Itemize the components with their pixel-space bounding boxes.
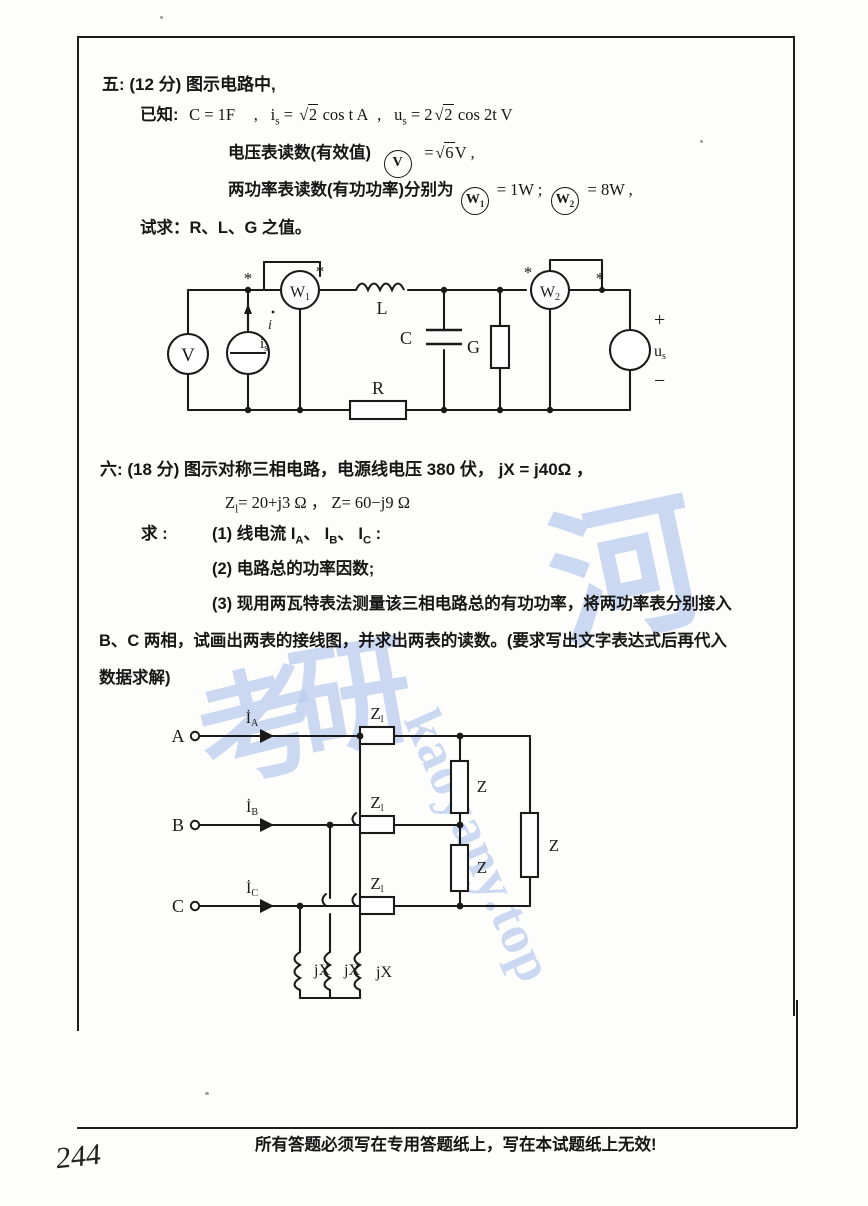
wattmeter1-value: = 1W ;	[496, 180, 543, 199]
current-c-label: İC	[246, 879, 258, 899]
impedance-zl-label-c: Zl	[370, 874, 383, 895]
branch-current-label: i	[268, 318, 272, 333]
impedance-z-box-right	[519, 811, 540, 879]
voltmeter-label: V	[181, 345, 195, 366]
impedance-zl-box-a	[358, 725, 396, 746]
question5-voltmeter-line: 电压表读数(有效值) V =√6V ,	[228, 139, 475, 178]
given-capacitance: C = 1F	[189, 105, 236, 124]
capacitor-label: C	[400, 328, 412, 348]
inductor-jx-coil-1	[293, 951, 303, 991]
voltmeter-reading-value: =√6V ,	[424, 142, 475, 162]
item1-phase-a: A	[295, 534, 304, 547]
question5-heading: 五: (12 分) 图示电路中,	[102, 75, 276, 94]
item1-mid-1: 、 I	[303, 525, 330, 543]
resistor-label: R	[372, 378, 384, 398]
terminal-b-label: B	[172, 815, 184, 835]
impedance-z-label-mid: Z	[477, 858, 487, 877]
scan-speck	[160, 16, 163, 19]
wattmeter1-label: W1	[290, 284, 310, 303]
source-plus-label: +	[654, 309, 665, 331]
scan-speck	[700, 140, 703, 143]
voltmeter-icon: V	[383, 150, 412, 178]
wattmeter2-value: = 8W ,	[587, 180, 633, 199]
source-current-label: is	[260, 336, 268, 354]
wattmeter1-icon: W1	[461, 187, 490, 215]
item1-phase-c: C	[362, 534, 372, 547]
conductance-label: G	[467, 337, 480, 357]
given-source-current: is = √2 cos t A	[270, 104, 369, 128]
question5-given-line: 已知: C = 1F , is = √2 cos t A , us = 2√2 …	[140, 104, 513, 128]
page-frame-top	[77, 36, 795, 38]
item1-tail: :	[371, 525, 382, 543]
item1-phase-b: B	[329, 534, 338, 547]
current-arrow-c	[260, 899, 274, 913]
question5-wattmeter-line: 两功率表读数(有功功率)分别为 W1 = 1W ; W2 = 8W ,	[228, 176, 633, 215]
handwritten-page-number: 244	[55, 1137, 102, 1176]
impedance-z-label-top: Z	[477, 777, 487, 796]
impedance-zl-symbol: Zl	[225, 493, 239, 516]
item1-prefix: (1) 线电流 I	[212, 525, 296, 543]
polarity-mark-w1-left: *	[244, 269, 253, 288]
current-a-label: İA	[246, 709, 259, 729]
page-frame-bottom	[77, 1127, 797, 1129]
given-source-voltage: us = 2√2 cos 2t V	[394, 104, 513, 128]
question5-ask-line: 试求：R、L、G 之值。	[140, 219, 312, 237]
question6-item-1: (1) 线电流 IA、 IB、 IC :	[212, 520, 381, 546]
scan-speck	[205, 1092, 209, 1095]
polarity-mark-w2-left: *	[524, 263, 533, 282]
question6-item-3-cont2: 数据求解)	[99, 669, 171, 687]
page-frame-right-lower	[796, 1000, 798, 1128]
given-label: 已知:	[140, 106, 179, 124]
current-arrow-a	[260, 729, 274, 743]
inductor-jx-coil-3	[353, 951, 363, 991]
question6-item-3: (3) 现用两瓦特表法测量该三相电路总的有功功率，将两功率表分别接入	[212, 595, 732, 613]
footer-note: 所有答题必须写在专用答题纸上，写在本试题纸上无效!	[255, 1136, 657, 1154]
impedance-z-box-mid	[449, 843, 470, 893]
terminal-a-label: A	[172, 726, 185, 746]
current-b-label: İB	[246, 798, 258, 818]
question6-ask-label: 求 :	[141, 525, 168, 543]
polarity-mark-w2-right: *	[596, 269, 605, 288]
impedance-zl-box-b	[358, 814, 396, 835]
question6-impedances-line: Zl= 20+j3 Ω ， Z= 60−j9 Ω	[225, 489, 410, 515]
question6-item-3-cont: B、C 两相，试画出两表的接线图，并求出两表的读数。(要求写出文字表达式后再代入	[99, 632, 727, 650]
page-frame-right-upper	[793, 36, 795, 1016]
impedance-zl-label-b: Zl	[370, 793, 383, 814]
item1-mid-2: 、 I	[337, 525, 363, 543]
inductor-jx-label-3: jX	[375, 964, 392, 981]
voltmeter-reading-label: 电压表读数(有效值)	[228, 144, 371, 162]
source-voltage-label: us	[654, 343, 666, 362]
impedance-z-box-top	[449, 759, 470, 815]
polarity-mark-w1-right: *	[316, 262, 325, 281]
source-minus-label: −	[654, 370, 665, 392]
question6-item-2: (2) 电路总的功率因数;	[212, 560, 375, 578]
impedance-zl-box-c	[358, 895, 396, 916]
question6-circuit-diagram: A B C İA İB İC Zl Zl Zl Z Z Z jX jX jX	[170, 704, 610, 1030]
impedance-zl-label-a: Zl	[370, 705, 383, 725]
question6-heading: 六: (18 分) 图示对称三相电路，电源线电压 380 伏， jX = j40…	[100, 460, 594, 479]
question5-circuit-diagram: V is i * * * * W1 L C G R W2	[160, 252, 680, 442]
inductor-label: L	[377, 298, 388, 318]
current-arrow-b	[260, 818, 274, 832]
inductor-jx-coil-2	[323, 951, 333, 991]
impedance-z-label-right: Z	[549, 836, 559, 855]
wattmeter-reading-label: 两功率表读数(有功功率)分别为	[228, 181, 454, 199]
wattmeter2-icon: W2	[550, 187, 579, 215]
impedance-values: = 20+j3 Ω ， Z= 60−j9 Ω	[238, 493, 410, 512]
wattmeter2-label: W2	[540, 284, 560, 303]
page-frame-left	[77, 36, 79, 1031]
terminal-c-label: C	[172, 896, 184, 916]
